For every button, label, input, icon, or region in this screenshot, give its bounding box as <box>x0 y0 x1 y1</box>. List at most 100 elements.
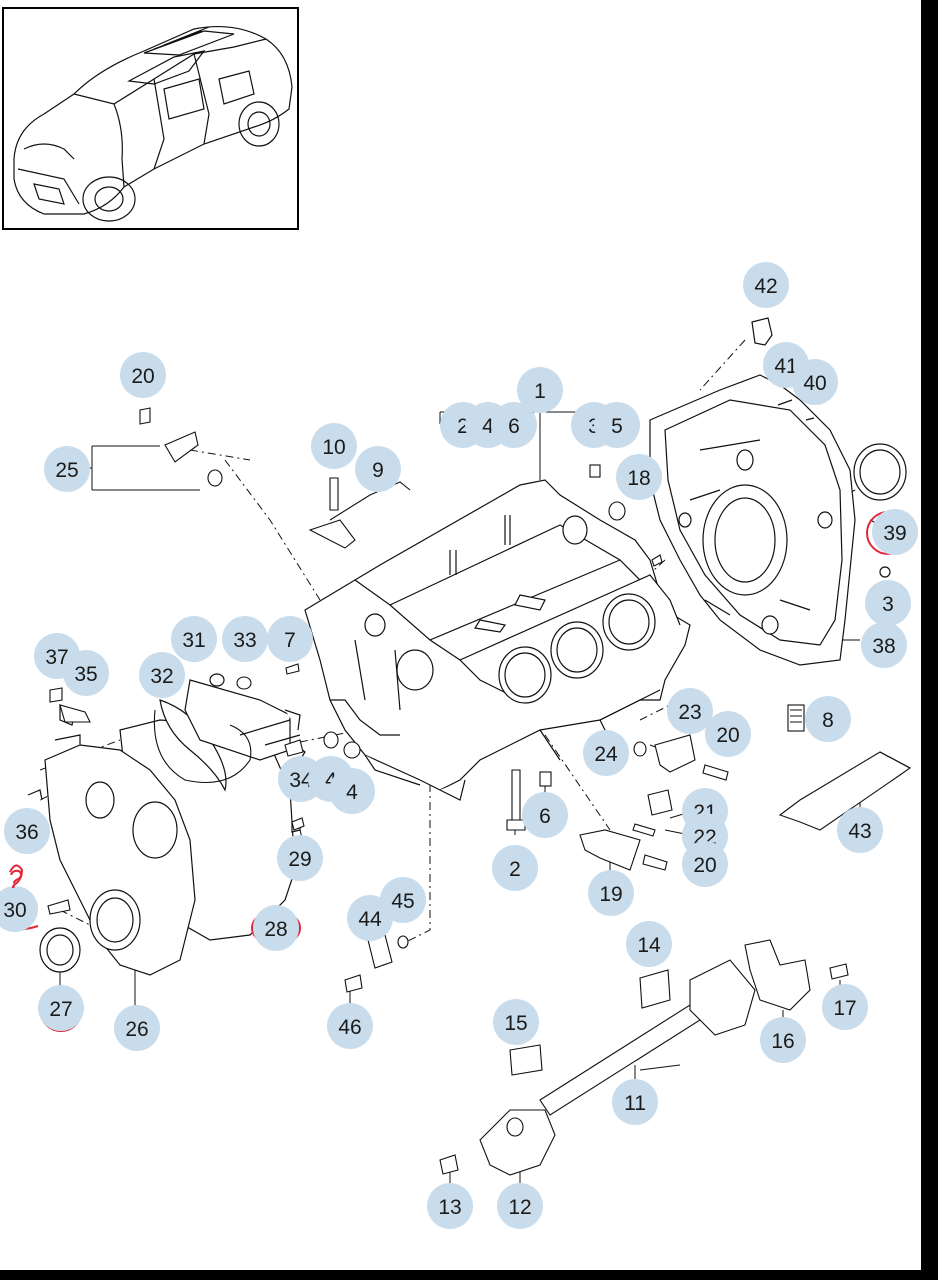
label-text: 38 <box>872 635 895 658</box>
part-label-33: 33 <box>222 616 268 662</box>
part-label-20: 20 <box>120 352 166 398</box>
label-badge <box>616 454 662 500</box>
label-badge <box>743 262 789 308</box>
label-text: 44 <box>358 908 382 931</box>
label-badge <box>329 768 375 814</box>
label-text: 15 <box>504 1012 527 1035</box>
label-text: 8 <box>822 709 834 732</box>
label-badge <box>682 841 728 887</box>
label-badge <box>805 696 851 742</box>
label-text: 19 <box>599 883 622 906</box>
label-badge <box>267 616 313 662</box>
part-label-3: 3 <box>865 580 911 626</box>
label-text: 46 <box>338 1016 361 1039</box>
label-badge <box>667 688 713 734</box>
label-text: 32 <box>150 665 173 688</box>
timing-cover-icon <box>27 673 306 976</box>
label-text: 17 <box>833 997 856 1020</box>
part-label-13: 13 <box>427 1183 473 1229</box>
label-text: 23 <box>678 701 701 724</box>
part-label-26: 26 <box>114 1005 160 1051</box>
label-text: 40 <box>803 372 826 395</box>
part-label-20: 20 <box>682 841 728 887</box>
part-label-5: 5 <box>594 402 640 448</box>
part-label-23: 23 <box>667 688 713 734</box>
part-label-6: 6 <box>491 402 537 448</box>
label-text: 6 <box>539 805 551 828</box>
label-badge <box>493 999 539 1045</box>
label-badge <box>120 352 166 398</box>
part-label-29: 29 <box>277 835 323 881</box>
label-text: 3 <box>588 415 600 438</box>
part-label-20: 20 <box>705 711 751 757</box>
part-label-2: 2 <box>492 845 538 891</box>
label-text: 18 <box>627 467 650 490</box>
label-text: 12 <box>508 1196 531 1219</box>
label-badge <box>760 1017 806 1063</box>
part-label-15: 15 <box>493 999 539 1045</box>
label-text: 34 <box>289 769 313 792</box>
label-text: 35 <box>74 663 97 686</box>
label-badge <box>311 423 357 469</box>
label-badge <box>517 367 563 413</box>
label-text: 28 <box>264 918 287 941</box>
label-text: 7 <box>284 629 296 652</box>
label-text: 1 <box>534 380 546 403</box>
label-badge <box>612 1079 658 1125</box>
label-badge <box>792 359 838 405</box>
part-label-19: 19 <box>588 870 634 916</box>
part-label-16: 16 <box>760 1017 806 1063</box>
label-badge <box>4 808 50 854</box>
label-text: 20 <box>716 724 739 747</box>
label-badge <box>114 1005 160 1051</box>
label-badge <box>705 711 751 757</box>
part-label-43: 43 <box>837 807 883 853</box>
label-text: 4 <box>346 781 358 804</box>
part-label-32: 32 <box>139 652 185 698</box>
label-text: 14 <box>637 934 661 957</box>
label-badge <box>0 886 38 932</box>
part-label-17: 17 <box>822 984 868 1030</box>
label-badge <box>139 652 185 698</box>
label-badge <box>583 730 629 776</box>
part-label-40: 40 <box>792 359 838 405</box>
label-badge <box>63 650 109 696</box>
part-label-28: 28 <box>253 905 299 951</box>
part-label-6: 6 <box>522 792 568 838</box>
label-text: 11 <box>624 1092 646 1115</box>
label-text: 39 <box>883 522 906 545</box>
label-badge <box>497 1183 543 1229</box>
part-label-8: 8 <box>805 696 851 742</box>
part-label-1: 1 <box>517 367 563 413</box>
label-badge <box>427 1183 473 1229</box>
part-label-24: 24 <box>583 730 629 776</box>
part-label-27: 27 <box>38 985 84 1031</box>
part-label-10: 10 <box>311 423 357 469</box>
bracket-9-icon <box>308 519 356 549</box>
part-label-9: 9 <box>355 446 401 492</box>
engine-block-icon <box>304 479 691 801</box>
label-text: 24 <box>594 743 618 766</box>
label-badge <box>861 622 907 668</box>
label-text: 3 <box>882 593 894 616</box>
label-badge <box>277 835 323 881</box>
frame-bottom-bar <box>0 1270 938 1280</box>
part-label-35: 35 <box>63 650 109 696</box>
label-text: 36 <box>15 821 38 844</box>
label-text: 2 <box>457 415 469 438</box>
label-badge <box>38 985 84 1031</box>
label-badge <box>491 402 537 448</box>
label-badge <box>171 616 217 662</box>
part-label-42: 42 <box>743 262 789 308</box>
vehicle-thumbnail <box>2 7 299 230</box>
small-parts <box>47 407 912 1176</box>
label-text: 20 <box>693 854 716 877</box>
label-badge <box>44 446 90 492</box>
label-text: 41 <box>774 355 797 378</box>
label-badge <box>872 509 918 555</box>
label-text: 45 <box>391 890 414 913</box>
part-label-38: 38 <box>861 622 907 668</box>
part-label-12: 12 <box>497 1183 543 1229</box>
